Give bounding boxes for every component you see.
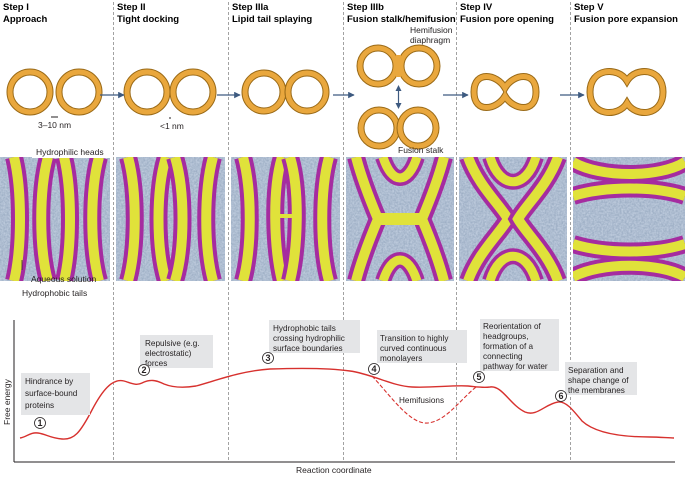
step-4-id: Step IIIb (347, 2, 384, 13)
step-5-name: Fusion pore opening (460, 14, 554, 25)
vesicle-pair-approach (6, 68, 103, 116)
callout-6: Separation and shape change of the membr… (555, 362, 637, 402)
callout-5: Reorientation of headgroups, formation o… (473, 319, 559, 383)
callout-5-line: Reorientation of (483, 322, 542, 331)
distance-docking-label: <1 nm (160, 121, 184, 131)
step-1-name: Approach (3, 14, 48, 25)
free-energy-plot: Free energy Reaction coordinate Hemifusi… (2, 319, 675, 475)
step-headers: Step I Approach Step II Tight docking St… (3, 2, 678, 25)
callout-4: Transition to highly curved continuous m… (368, 330, 467, 375)
simulation-panel-pore-opening (459, 157, 567, 281)
callout-3-line: crossing hydrophilic (273, 334, 345, 343)
vesicle-pore-expansion (586, 68, 667, 116)
callout-3-line: surface boundaries (273, 344, 343, 353)
fusion-stalk-label: Fusion stalk (398, 145, 444, 155)
simulation-panel-stalk (346, 157, 454, 281)
hemifusion-label-1: Hemifusion (410, 25, 453, 35)
callout-4-number: 4 (372, 364, 377, 374)
hemifusion-curve-label: Hemifusions (399, 396, 444, 405)
vesicle-pair-docking (123, 68, 217, 116)
callout-6-line: Separation and (568, 366, 624, 375)
x-axis-label: Reaction coordinate (296, 465, 372, 475)
vesicle-pair-splaying (241, 69, 330, 115)
callout-5-line: formation of a (483, 342, 534, 351)
step-1-id: Step I (3, 2, 29, 13)
step-dividers (113, 2, 571, 462)
distance-approach-label: 3–10 nm (38, 120, 71, 130)
simulation-panel-pore-expansion (573, 157, 685, 281)
callout-5-line: pathway for water (483, 362, 548, 371)
step-2-name: Tight docking (117, 14, 179, 25)
simulation-panels (0, 157, 685, 281)
callout-4-line: monolayers (380, 354, 422, 363)
callout-1: Hindrance by surface-bound proteins 1 (21, 373, 90, 429)
step-5-id: Step IV (460, 2, 493, 13)
step-6-id: Step V (574, 2, 604, 13)
callout-2-line: electrostatic) (145, 349, 192, 358)
callout-2-line: Repulsive (e.g. (145, 339, 200, 348)
callout-3-number: 3 (266, 353, 271, 363)
callout-1-line: surface-bound (25, 389, 78, 398)
simulation-labels: Hydrophilic heads Aqueous solution Hydro… (21, 145, 112, 298)
aqueous-solution-label: Aqueous solution (31, 274, 96, 284)
hemifusion-curve (371, 375, 477, 424)
step-6-name: Fusion pore expansion (574, 14, 678, 25)
simulation-panel-docking (116, 157, 225, 281)
hydrophilic-heads-label: Hydrophilic heads (36, 147, 104, 157)
energy-curve (19, 367, 675, 440)
hemifusion-label-2: diaphragm (410, 35, 450, 45)
simulation-panel-splaying (231, 157, 340, 281)
callout-1-line: proteins (25, 401, 54, 410)
vesicle-pore-opening (470, 73, 540, 111)
callout-5-line: connecting (483, 352, 523, 361)
callout-6-line: the membranes (568, 386, 625, 395)
hydrophobic-tails-label: Hydrophobic tails (22, 288, 87, 298)
callout-1-line: Hindrance by (25, 377, 74, 386)
simulation-panel-approach (0, 157, 110, 281)
callout-2: Repulsive (e.g. electrostatic) forces 2 (138, 335, 213, 376)
callout-2-number: 2 (142, 365, 147, 375)
callout-1-number: 1 (38, 418, 43, 428)
callout-4-line: Transition to highly (380, 334, 449, 343)
callout-5-number: 5 (477, 372, 482, 382)
callout-6-line: shape change of (568, 376, 629, 385)
callout-2-line: forces (145, 359, 167, 368)
step-2-id: Step II (117, 2, 146, 13)
step-3-id: Step IIIa (232, 2, 269, 13)
vesicle-pair-fusion-stalk (357, 106, 440, 150)
step-3-name: Lipid tail splaying (232, 14, 312, 25)
callout-5-line: headgroups, (483, 332, 529, 341)
y-axis-label: Free energy (2, 378, 12, 425)
callout-6-number: 6 (559, 391, 564, 401)
callout-4-line: curved continuous (380, 344, 446, 353)
callout-3: Hydrophobic tails crossing hydrophilic s… (262, 320, 360, 364)
vesicle-pair-hemifusion-diaphragm (356, 44, 441, 88)
callout-3-line: Hydrophobic tails (273, 324, 336, 333)
membrane-schematics: 3–10 nm <1 nm (6, 25, 667, 155)
step-4-name: Fusion stalk/hemifusion (347, 14, 456, 25)
